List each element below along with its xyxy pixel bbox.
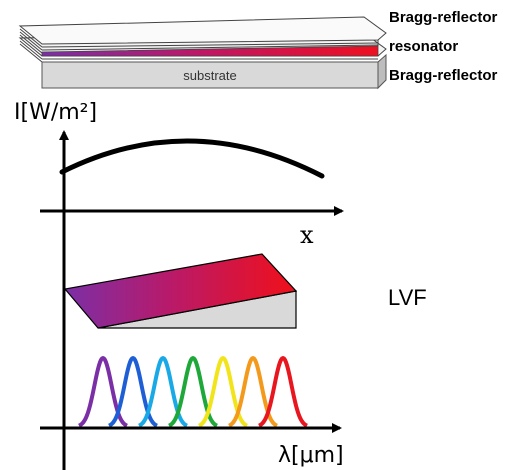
spectral-peak-violet bbox=[78, 356, 128, 428]
spectral-peak-yellow bbox=[198, 356, 248, 428]
lvf-wedge-top bbox=[63, 253, 298, 329]
substrate-label: substrate bbox=[183, 68, 236, 83]
spectral-peak-orange bbox=[228, 356, 278, 428]
layer-stack: substrate bbox=[18, 16, 387, 90]
lvf-label: LVF bbox=[388, 285, 427, 310]
wavelength-axis-label: λ[μm] bbox=[278, 443, 344, 468]
substrate-side bbox=[377, 53, 387, 90]
lvf-wedge bbox=[63, 253, 298, 329]
spectral-peaks bbox=[78, 356, 308, 428]
spectral-peak-cyan bbox=[138, 356, 188, 428]
bragg-bottom-label: Bragg-reflector bbox=[389, 67, 498, 84]
x-axis-label: x bbox=[300, 221, 314, 249]
intensity-curve bbox=[59, 138, 325, 179]
intensity-axis-label: I[W/m²] bbox=[14, 100, 97, 125]
resonator-layer bbox=[41, 45, 379, 57]
substrate-block bbox=[41, 61, 379, 89]
spectral-peak-red bbox=[258, 356, 308, 428]
bragg-top-label: Bragg-reflector bbox=[389, 9, 498, 26]
spectral-peak-blue bbox=[108, 356, 158, 428]
spectral-peak-green bbox=[168, 356, 218, 428]
bragg-top-layers bbox=[18, 16, 387, 45]
resonator-label: resonator bbox=[389, 38, 458, 55]
